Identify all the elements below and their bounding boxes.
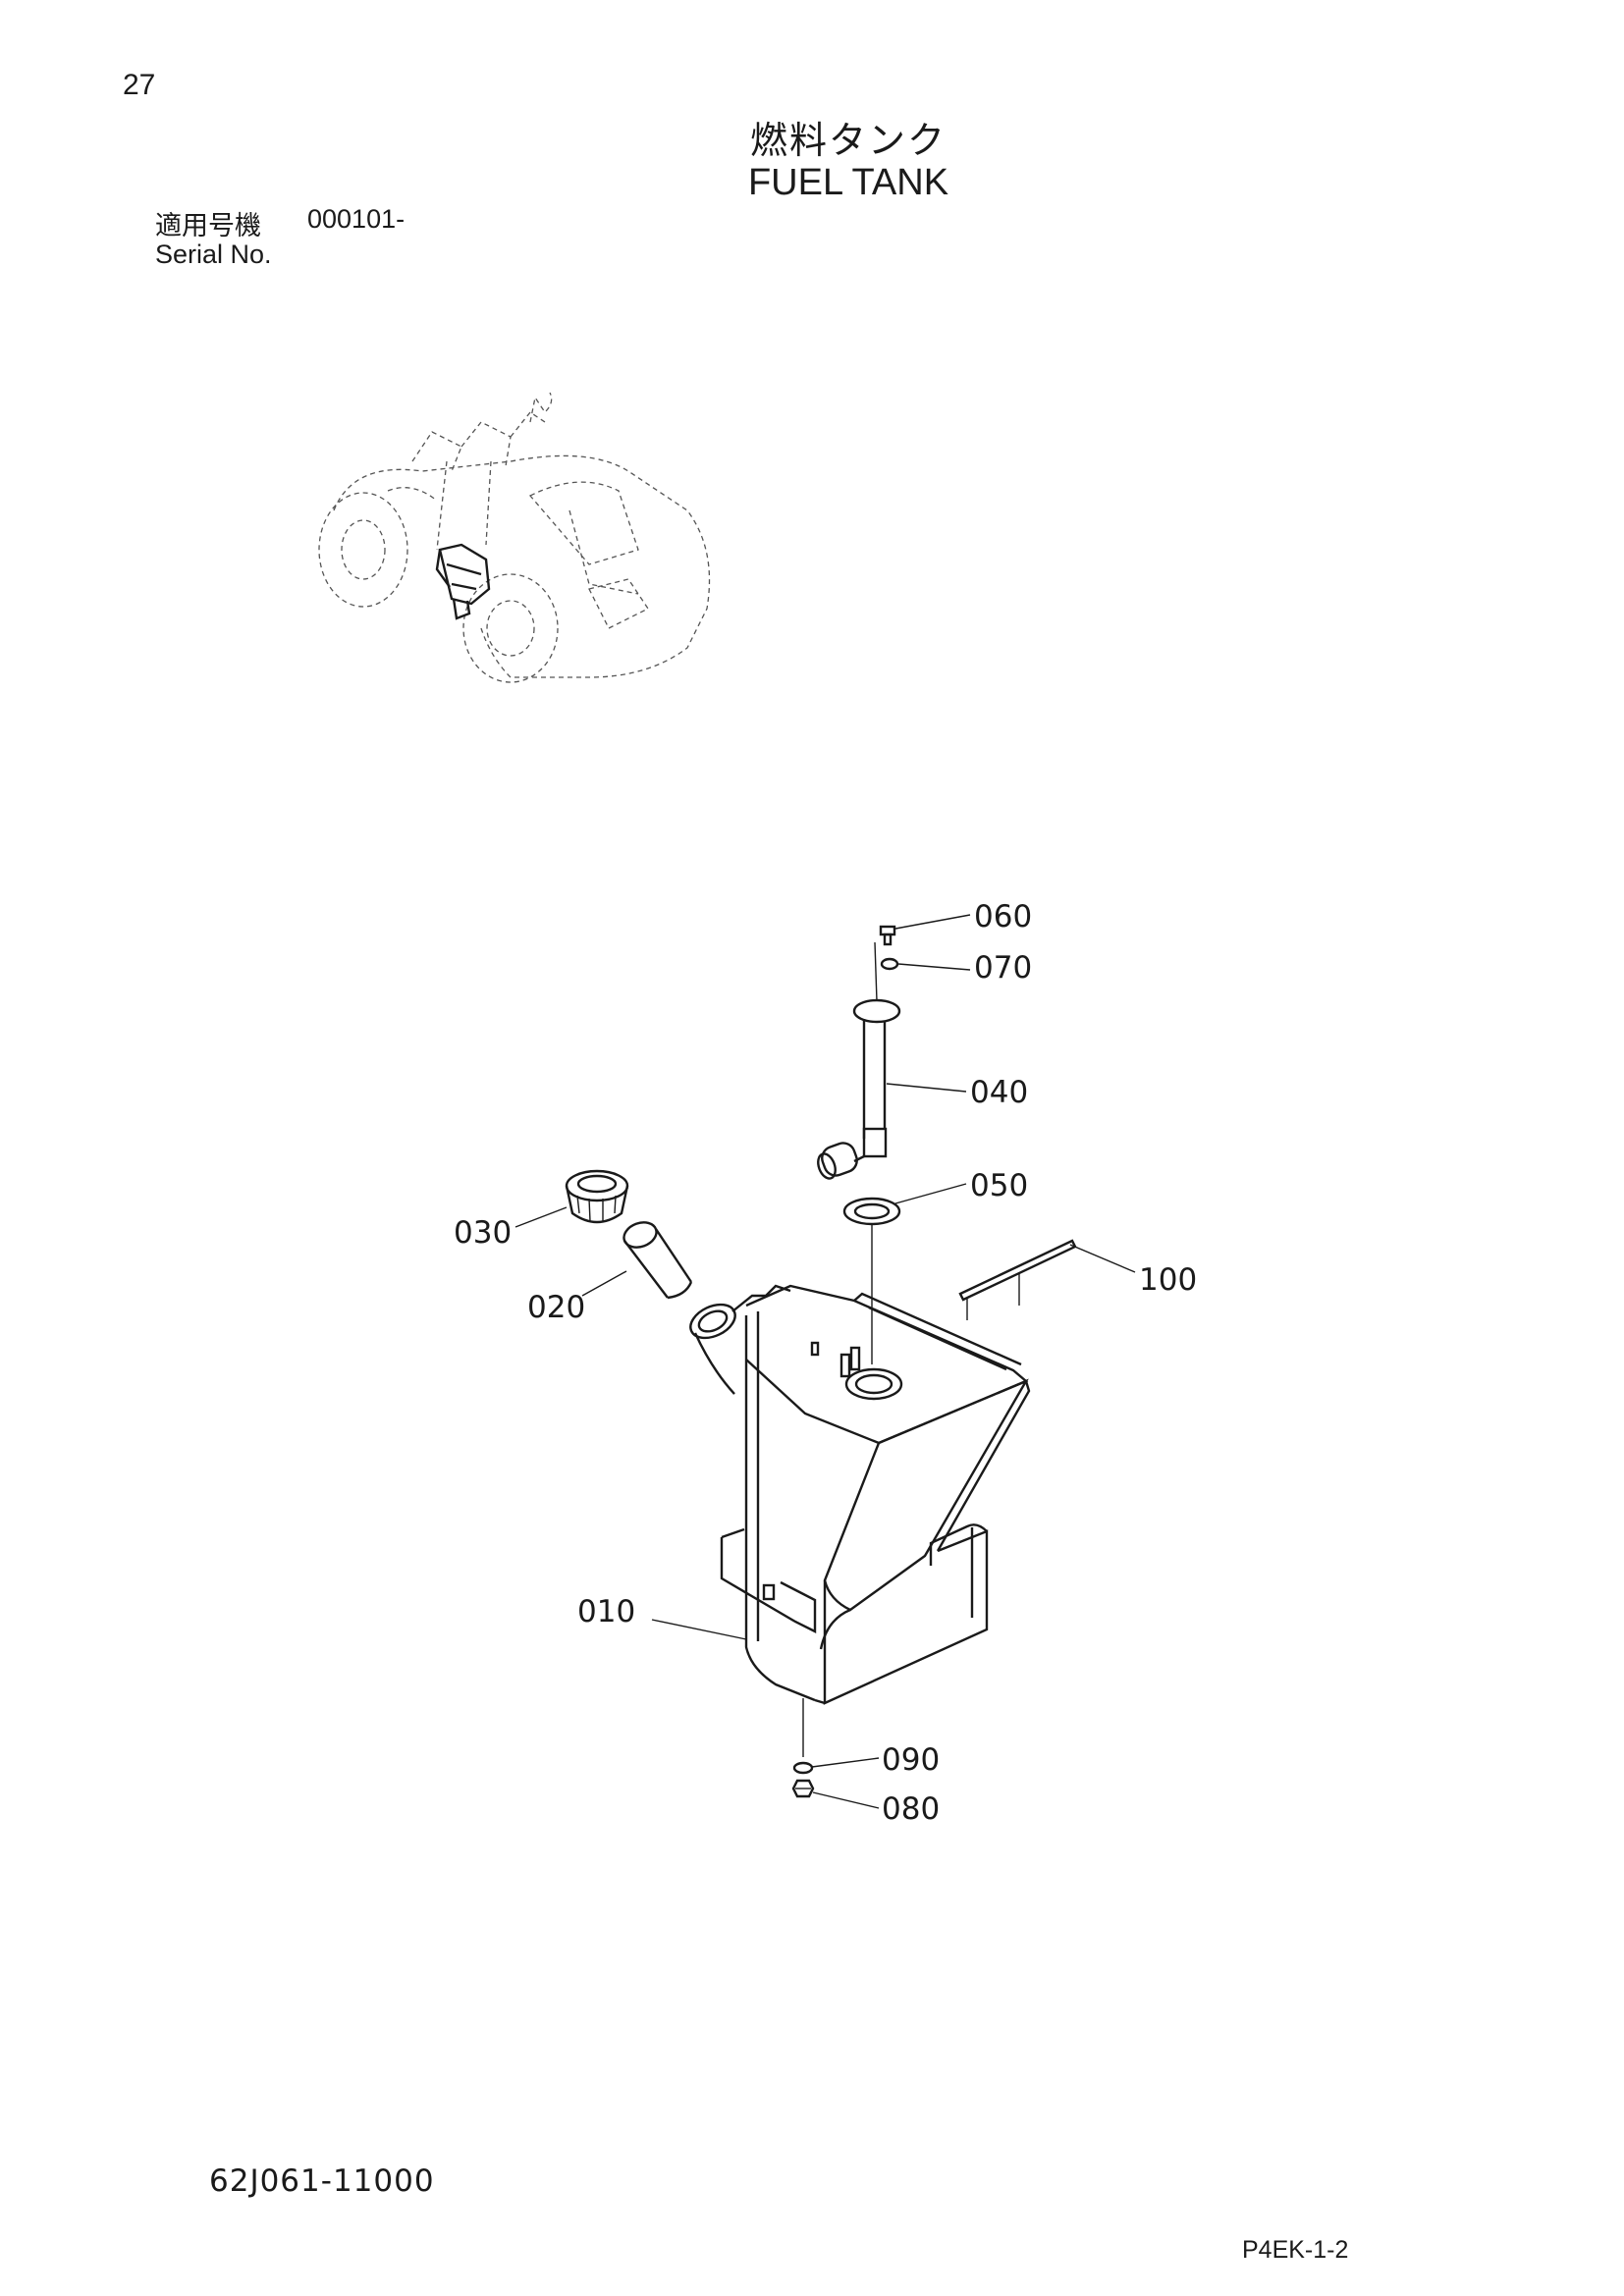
washer-090 bbox=[792, 1761, 814, 1775]
part-label-030: 030 bbox=[454, 1215, 512, 1251]
serial-number-value: 000101- bbox=[307, 204, 406, 234]
part-label-060: 060 bbox=[974, 899, 1032, 934]
page-title-english: FUEL TANK bbox=[747, 162, 949, 203]
part-label-020: 020 bbox=[527, 1290, 585, 1325]
part-label-090: 090 bbox=[882, 1742, 940, 1778]
filler-neck-020 bbox=[623, 1221, 693, 1300]
page-title-japanese: 燃料タンク bbox=[749, 119, 947, 162]
leader-lines bbox=[514, 914, 1136, 1809]
drawing-code: 62J061-11000 bbox=[209, 2163, 435, 2199]
machine-location-sketch bbox=[318, 392, 711, 683]
gasket-050 bbox=[842, 1197, 901, 1226]
fuel-sender-unit-040 bbox=[817, 941, 901, 1180]
page-number: 27 bbox=[123, 69, 156, 101]
fuel-cap-030 bbox=[565, 1169, 629, 1224]
part-label-080: 080 bbox=[882, 1791, 940, 1827]
drain-plug-080 bbox=[791, 1779, 815, 1798]
part-label-010: 010 bbox=[577, 1594, 635, 1629]
bolt-060 bbox=[879, 925, 896, 946]
rod-100 bbox=[958, 1239, 1077, 1320]
part-label-050: 050 bbox=[970, 1168, 1028, 1203]
serial-label-english: Serial No. bbox=[155, 240, 272, 269]
part-label-040: 040 bbox=[970, 1075, 1028, 1110]
page-code: P4EK-1-2 bbox=[1242, 2236, 1349, 2264]
part-label-070: 070 bbox=[974, 950, 1032, 986]
serial-label-japanese: 適用号機 bbox=[155, 211, 261, 241]
part-label-100: 100 bbox=[1139, 1262, 1197, 1298]
fuel-tank-010 bbox=[689, 1284, 1031, 1757]
washer-070 bbox=[880, 957, 899, 971]
